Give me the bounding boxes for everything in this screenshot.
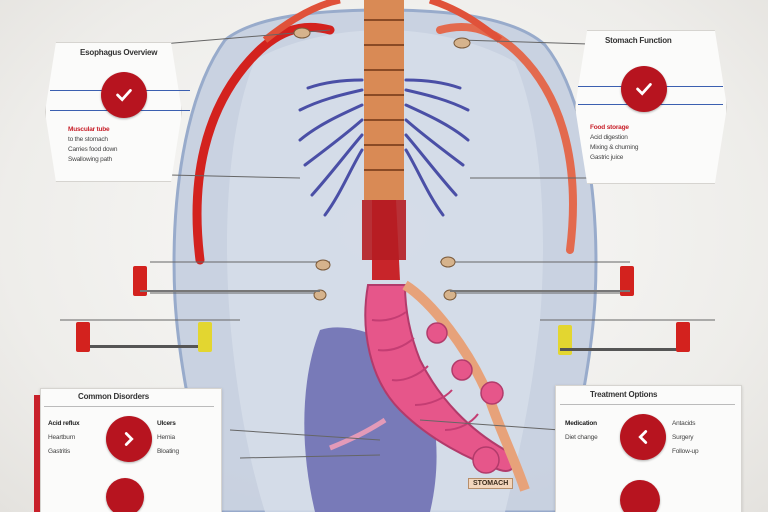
panel-line: Swallowing path xyxy=(68,156,112,163)
panel-bottom-left-heading: Common Disorders xyxy=(78,392,150,401)
panel-line: Mixing & churning xyxy=(590,144,639,151)
panel-top-right-badge xyxy=(621,66,667,112)
panel-line: Diet change xyxy=(565,434,598,441)
panel-line: Acid reflux xyxy=(48,420,80,427)
right-artery xyxy=(436,23,577,254)
panel-line: Medication xyxy=(565,420,597,427)
lymph-node xyxy=(480,381,504,405)
panel-line: Acid digestion xyxy=(590,134,628,141)
panel-line: Carries food down xyxy=(68,146,118,153)
spine-segments xyxy=(364,19,404,171)
panel-bottom-right-badge xyxy=(620,414,666,460)
red-marker xyxy=(620,266,634,296)
organ-label: STOMACH xyxy=(468,478,514,489)
panel-bottom-left-badge xyxy=(106,416,152,462)
panel-top-left-badge xyxy=(101,72,147,118)
panel-bottom-right-badge-2 xyxy=(620,480,660,512)
panel-line: Bloating xyxy=(157,448,179,455)
panel-bottom-left-badge-2 xyxy=(106,478,144,512)
right-nerves xyxy=(404,78,470,217)
marker-bar xyxy=(560,348,685,351)
panel-top-right-heading: Stomach Function xyxy=(605,36,672,45)
right-shoulder-vessel xyxy=(428,0,503,43)
panel-line: Heartburn xyxy=(48,434,76,441)
marker-bar xyxy=(90,345,205,348)
red-marker xyxy=(676,322,690,352)
left-nerves xyxy=(298,78,364,217)
panel-line: Food storage xyxy=(590,124,629,131)
chevron-left-icon xyxy=(638,430,648,444)
panel-line: Surgery xyxy=(672,434,694,441)
left-shoulder-vessel xyxy=(262,0,341,43)
panel-accent-strip xyxy=(34,395,40,512)
panel-line: Muscular tube xyxy=(68,126,110,133)
yellow-marker xyxy=(198,322,212,352)
panel-line: Gastritis xyxy=(48,448,71,455)
callout-clips xyxy=(293,27,471,301)
panel-line: Follow-up xyxy=(672,448,699,455)
lymph-node xyxy=(426,322,448,344)
panel-line: Ulcers xyxy=(157,420,176,427)
panel-top-left-heading: Esophagus Overview xyxy=(80,48,158,57)
panel-bottom-right-heading: Treatment Options xyxy=(590,390,658,399)
red-marker xyxy=(133,266,147,296)
esophagus-sphincter xyxy=(362,200,406,260)
spine-column xyxy=(364,0,404,200)
callout-lines xyxy=(60,29,715,459)
pink-duct xyxy=(329,417,387,451)
marker-bar xyxy=(140,290,320,292)
check-icon xyxy=(636,83,652,96)
panel-line: Gastric juice xyxy=(590,154,624,161)
lymph-node xyxy=(451,359,473,381)
stomach-folds xyxy=(371,311,479,431)
panel-line: Hernia xyxy=(157,434,175,441)
check-icon xyxy=(116,89,132,102)
lymph-node xyxy=(472,446,500,474)
panel-divider xyxy=(560,404,735,405)
panel-line: Antacids xyxy=(672,420,696,427)
marker-bar xyxy=(450,290,630,292)
chevron-icon xyxy=(124,432,134,446)
panel-line: to the stomach xyxy=(68,136,108,143)
red-marker xyxy=(76,322,90,352)
panel-divider xyxy=(44,406,214,407)
yellow-marker xyxy=(558,325,572,355)
